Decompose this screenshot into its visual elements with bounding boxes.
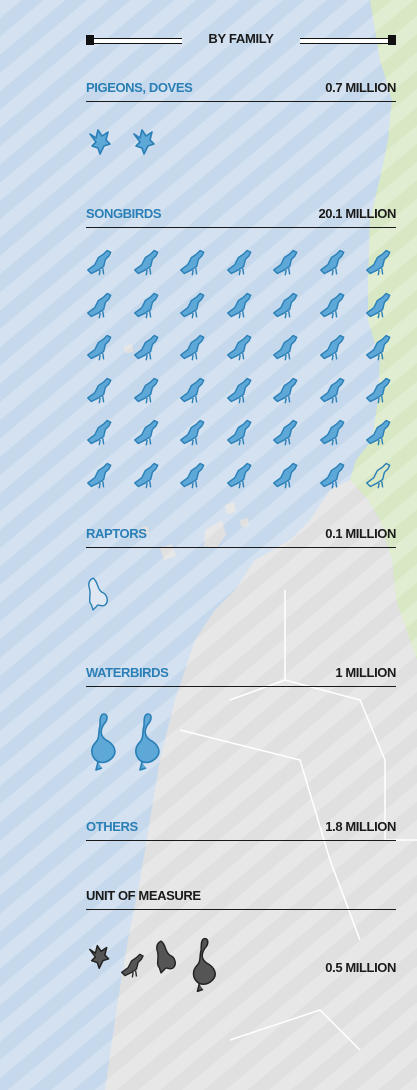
family-value: 1.8 MILLION	[325, 819, 396, 834]
family-rule	[86, 686, 396, 687]
songbird-icon	[319, 334, 344, 361]
raptor-icon	[156, 940, 176, 974]
songbird-icon	[226, 249, 251, 276]
dove-icon	[133, 129, 155, 155]
songbird-icon	[366, 249, 391, 276]
songbird-icon	[180, 419, 205, 446]
section-header: BY FAMILY	[86, 26, 396, 52]
family-pigeons: PIGEONS, DOVES 0.7 MILLION	[86, 78, 396, 155]
family-row: OTHERS 1.8 MILLION	[86, 817, 396, 841]
family-rule	[86, 101, 396, 102]
songbird-icon	[87, 462, 112, 488]
songbird-icon	[226, 419, 251, 446]
songbird-icon	[133, 462, 158, 488]
songbird-icon	[366, 462, 391, 488]
family-name: PIGEONS, DOVES	[86, 80, 193, 95]
family-name: SONGBIRDS	[86, 206, 162, 221]
songbird-icon	[319, 249, 344, 276]
songbird-icon	[226, 377, 251, 403]
songbird-icon	[226, 462, 251, 488]
family-songbirds: SONGBIRDS 20.1 MILLION	[86, 204, 396, 488]
family-row: RAPTORS 0.1 MILLION	[86, 524, 396, 548]
songbird-icon	[180, 292, 205, 318]
family-value: 20.1 MILLION	[318, 206, 396, 221]
songbird-icon	[133, 419, 158, 446]
songbird-icon	[87, 292, 112, 318]
songbird-icon	[273, 419, 298, 446]
songbird-icon	[319, 292, 344, 318]
family-row: WATERBIRDS 1 MILLION	[86, 663, 396, 687]
songbird-icon	[273, 292, 298, 318]
family-row: SONGBIRDS 20.1 MILLION	[86, 204, 396, 228]
songbird-icon	[273, 334, 298, 361]
header-title: BY FAMILY	[208, 31, 274, 46]
songbird-icon	[133, 334, 158, 361]
songbird-icon	[319, 419, 344, 446]
family-rule	[86, 840, 396, 841]
songbird-icon	[273, 249, 298, 276]
family-name: OTHERS	[86, 819, 138, 834]
unit-of-measure: UNIT OF MEASURE 0.5 MILLION	[86, 886, 396, 993]
songbird-icon	[180, 334, 205, 361]
family-value: 0.1 MILLION	[325, 526, 396, 541]
family-waterbirds: WATERBIRDS 1 MILLION	[86, 663, 396, 771]
family-name: WATERBIRDS	[86, 665, 169, 680]
waterbird-icon	[91, 713, 116, 771]
dove-icon	[89, 129, 111, 155]
header-cap-left	[86, 35, 94, 45]
waterbird-icon	[135, 713, 160, 771]
songbird-icon	[87, 249, 112, 276]
songbird-icon	[273, 462, 298, 488]
unit-value: 0.5 MILLION	[325, 960, 396, 975]
unit-icons: 0.5 MILLION	[86, 930, 396, 1000]
songbird-icon	[319, 377, 344, 403]
family-value: 0.7 MILLION	[325, 80, 396, 95]
family-rule	[86, 227, 396, 228]
songbird-icon	[319, 462, 344, 488]
songbird-icon	[133, 377, 158, 403]
family-raptors: RAPTORS 0.1 MILLION	[86, 524, 396, 611]
songbird-icon	[366, 377, 391, 403]
songbird-icon	[180, 377, 205, 403]
family-name: RAPTORS	[86, 526, 147, 541]
songbird-icon	[87, 334, 112, 361]
header-rule-right	[300, 38, 396, 44]
songbird-icon	[273, 377, 298, 403]
family-rule	[86, 547, 396, 548]
songbird-icon	[226, 292, 251, 318]
songbird-icon	[366, 334, 391, 361]
unit-rule	[86, 909, 396, 910]
header-cap-right	[388, 35, 396, 45]
unit-row: UNIT OF MEASURE	[86, 886, 396, 910]
songbird-icon	[120, 953, 144, 978]
dove-icon	[89, 944, 110, 969]
songbird-icon	[366, 419, 391, 446]
family-row: PIGEONS, DOVES 0.7 MILLION	[86, 78, 396, 102]
songbird-icon	[87, 419, 112, 446]
unit-title: UNIT OF MEASURE	[86, 888, 201, 903]
header-rule-left	[86, 38, 182, 44]
songbird-icon	[133, 249, 158, 276]
songbird-icon	[226, 334, 251, 361]
songbird-icon	[133, 292, 158, 318]
songbird-icon	[180, 249, 205, 276]
family-value: 1 MILLION	[335, 665, 396, 680]
songbird-icon	[87, 377, 112, 403]
family-others: OTHERS 1.8 MILLION	[86, 817, 396, 841]
songbird-icon	[180, 462, 205, 488]
waterbird-icon	[192, 937, 216, 993]
raptor-icon	[88, 577, 108, 611]
songbird-icon	[366, 292, 391, 318]
